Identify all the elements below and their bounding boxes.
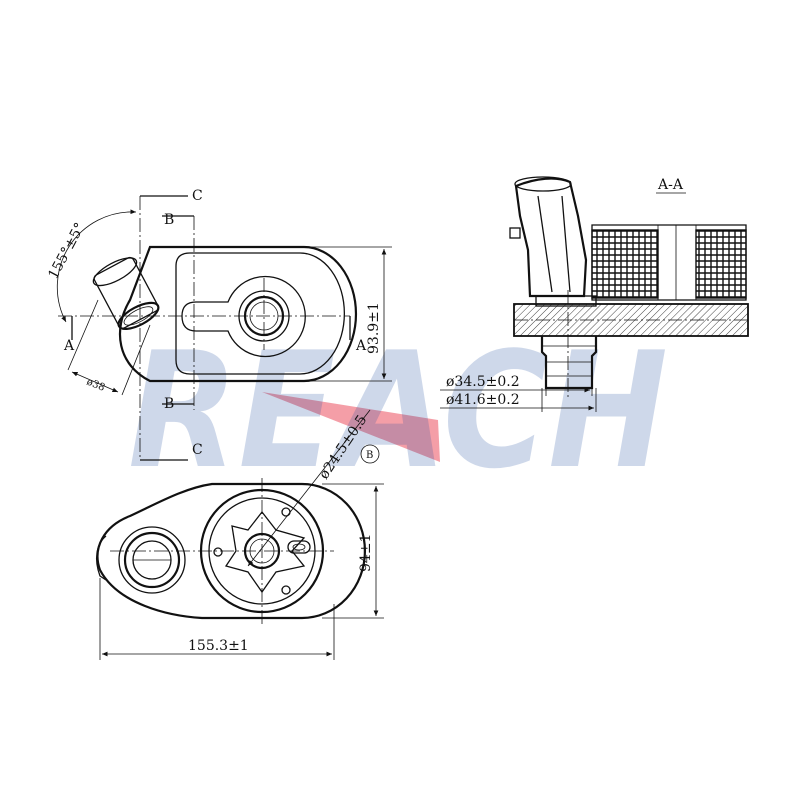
section-mark-c-bottom: C xyxy=(192,442,203,458)
dia-outer-label: ø41.6±0.2 xyxy=(446,392,520,408)
angle-arc xyxy=(56,209,137,323)
section-mark-a-left: A xyxy=(63,338,75,354)
plate-cross xyxy=(224,510,306,594)
section-inlet-pipe xyxy=(514,177,588,298)
section-mark-b-bottom: B xyxy=(164,396,174,412)
watermark-red-swoosh xyxy=(262,392,440,462)
section-view-title: A-A xyxy=(657,177,684,193)
front-view-inner-outline xyxy=(175,252,346,375)
fin-stack-right xyxy=(695,229,747,299)
socket-mid xyxy=(123,531,181,589)
front-view-body xyxy=(118,245,358,383)
detail-mark-circle xyxy=(360,444,380,464)
bolt-hole-bottom xyxy=(281,585,291,595)
keyhole-plate xyxy=(181,275,306,358)
width-bottom-label: 155.3±1 xyxy=(188,638,249,654)
inlet-dia-label: ø38 xyxy=(85,377,107,394)
angle-label: 155°±5° xyxy=(45,220,88,282)
section-mark-b-top: B xyxy=(164,212,174,228)
bolt-hole-left xyxy=(213,547,223,557)
brand-watermark: REACH xyxy=(128,317,668,504)
section-mark-a-right: A xyxy=(355,338,367,354)
bolt-hole-top xyxy=(281,507,291,517)
fin-stack-left xyxy=(591,229,659,299)
height-top-label: 93.9±1 xyxy=(366,302,382,354)
top-view-body xyxy=(96,482,366,620)
detail-mark-label: B xyxy=(366,450,373,461)
socket-outer xyxy=(118,526,186,594)
height-bottom-label: 94±1 xyxy=(358,534,374,572)
dia-inner-label: ø34.5±0.2 xyxy=(446,374,520,390)
plate-slot xyxy=(287,540,311,554)
section-view: A-A ø34.5±0.2 ø41.6±0.2 xyxy=(440,176,749,412)
section-spigot xyxy=(540,336,598,390)
watermark-text: REACH xyxy=(128,317,668,504)
section-mark-c-top: C xyxy=(192,188,203,204)
